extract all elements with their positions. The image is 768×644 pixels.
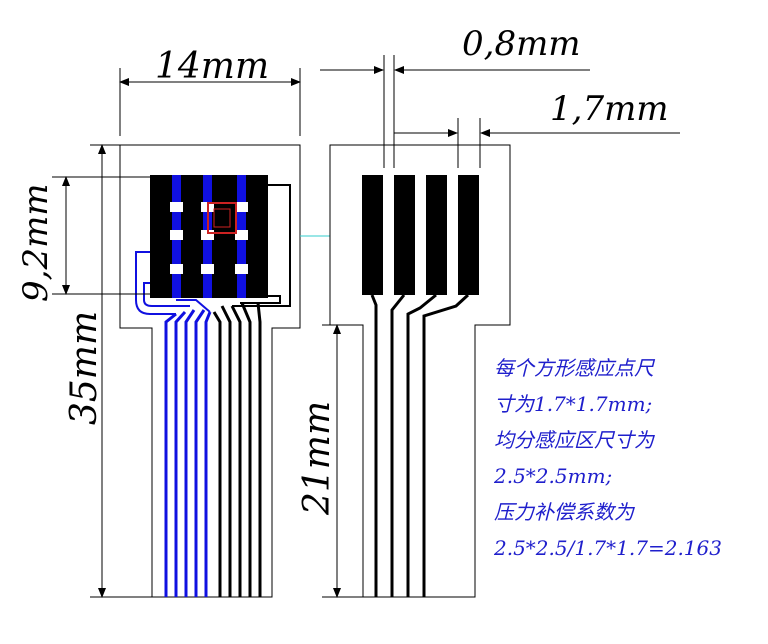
dimension-lines: [52, 55, 680, 598]
note-line-4: 2.5*2.5mm;: [494, 464, 613, 488]
left-sensor-outline: [119, 144, 301, 598]
dim-label-35mm: 35mm: [64, 311, 105, 425]
left-tail-traces: [164, 302, 262, 597]
dim-label-14mm: 14mm: [155, 46, 269, 87]
right-tail-traces: [370, 293, 470, 597]
note-line-6: 2.5*2.5/1.7*1.7=2.163: [494, 536, 722, 560]
note-line-2: 寸为1.7*1.7mm;: [494, 392, 653, 416]
dim-label-0-8mm: 0,8mm: [462, 24, 581, 64]
right-sensor-outline: [329, 144, 511, 598]
dim-label-21mm: 21mm: [297, 401, 338, 516]
note-line-5: 压力补偿系数为: [494, 500, 634, 524]
note-line-1: 每个方形感应点尺: [494, 356, 654, 380]
left-routing: [135, 184, 291, 315]
dim-label-9-2mm: 9,2mm: [16, 183, 56, 302]
dim-label-1-7mm: 1,7mm: [550, 89, 669, 129]
sensor-notes: 每个方形感应点尺 寸为1.7*1.7mm; 均分感应区尺寸为 2.5*2.5mm…: [494, 350, 766, 566]
highlight-cell: [207, 202, 237, 234]
right-electrode-fingers: [362, 175, 479, 295]
right-sensor: [329, 144, 511, 598]
left-sensor: [119, 144, 301, 598]
note-line-3: 均分感应区尺寸为: [494, 428, 654, 452]
